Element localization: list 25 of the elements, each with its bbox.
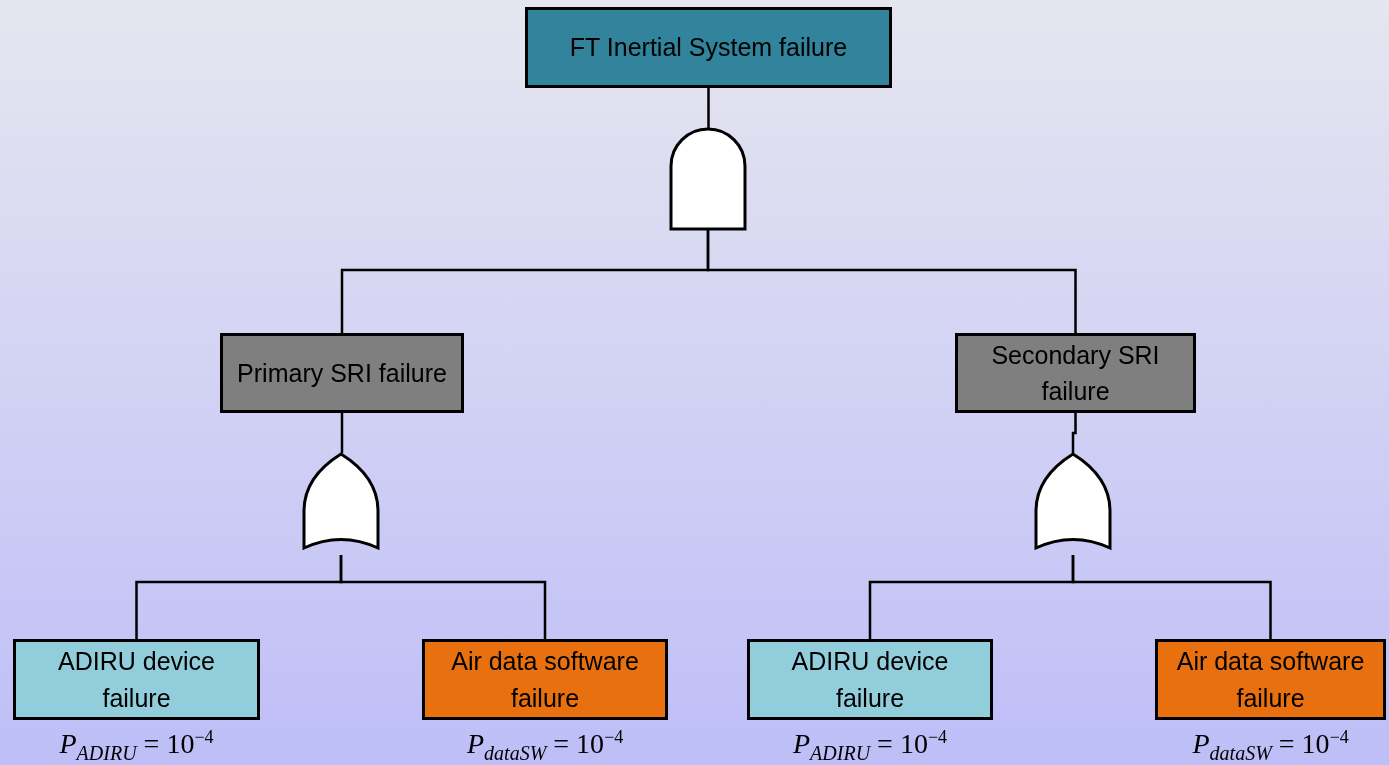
- intermediate-event-box: [220, 333, 464, 413]
- basic-event-box: [422, 639, 668, 720]
- probability-formula: P$_{ADIRU}$ = 10$^{−4}$: [59, 728, 214, 763]
- connector-line: [1071, 555, 1272, 639]
- and-gate-symbol: [670, 128, 746, 230]
- basic-event-box: [747, 639, 993, 720]
- probability-formula: P$_{ADIRU}$ = 10$^{−4}$: [793, 728, 948, 763]
- event-label: Air data software failure: [450, 646, 640, 714]
- probability-formula: P$_{dataSW}$ = 10$^{−4}$: [467, 728, 624, 763]
- basic-event-box: [1155, 639, 1386, 720]
- event-label: ADIRU device failure: [790, 646, 950, 714]
- event-label: ADIRU device failure: [57, 646, 216, 714]
- basic-event-box: [13, 639, 260, 720]
- event-label: Secondary SRI failure: [990, 339, 1161, 407]
- connector-line: [707, 88, 710, 128]
- top-event-box: [525, 7, 892, 88]
- event-label: Air data software failure: [1175, 646, 1366, 714]
- event-label: Primary SRI failure: [237, 357, 447, 389]
- connector-line: [340, 413, 344, 453]
- connector-line: [1071, 413, 1077, 453]
- event-label: FT Inertial System failure: [569, 32, 848, 64]
- probability-formula: P$_{dataSW}$ = 10$^{−4}$: [1192, 728, 1349, 763]
- connector-line: [706, 230, 1077, 333]
- intermediate-event-box: [955, 333, 1196, 413]
- connector-line: [339, 555, 547, 639]
